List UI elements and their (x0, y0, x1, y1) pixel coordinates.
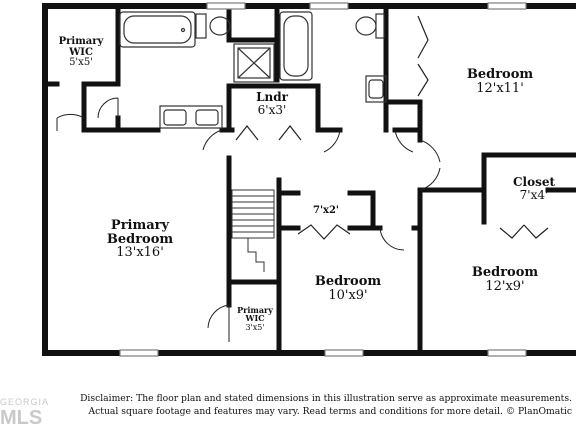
bath-fixtures (119, 11, 387, 129)
room-primary-wic-small: Primary WIC 3'x5' (232, 306, 278, 332)
room-dims: 13'x16' (116, 245, 164, 261)
door-swing-primary-wic-small (207, 304, 230, 329)
disclaimer-line-2: Actual square footage and features may v… (88, 405, 572, 417)
bifold-doors (235, 15, 549, 240)
room-name: Closet (512, 175, 556, 189)
room-dims: 6'x3' (257, 102, 287, 117)
room-name: Bedroom (314, 274, 382, 289)
room-name: Bedroom (471, 265, 539, 280)
room-name: Bedroom (466, 67, 534, 82)
door-swings (56, 97, 441, 342)
room-name: Lndr (256, 90, 288, 104)
room-dims: 7'x4' (519, 187, 549, 202)
room-dims: 12'x9' (485, 278, 525, 294)
room-dims: 12'x11' (476, 80, 524, 96)
room-name: Primary WIC (58, 36, 104, 58)
watermark-line-2: MLS (0, 407, 43, 429)
door-swing-hall-bath (323, 129, 341, 153)
watermark-line-1: GEORGIA (0, 397, 50, 407)
room-bedroom-center: Bedroom 10'x9' (298, 275, 398, 302)
shower (233, 43, 275, 83)
door-swing-bedroom-ne (394, 129, 414, 153)
room-laundry: Lndr 6'x3' (244, 91, 300, 116)
vanity (159, 105, 223, 129)
room-bedroom-se: Bedroom 12'x9' (455, 266, 555, 293)
door-swing-primary-bath (97, 97, 119, 119)
room-name: Primary Bedroom (106, 218, 174, 247)
room-bedroom-ne: Bedroom 12'x11' (450, 68, 550, 95)
room-dims: 3'x5' (245, 322, 265, 332)
disclaimer: Disclaimer: The floor plan and stated di… (60, 393, 572, 418)
room-dims: 7'x2' (312, 205, 339, 216)
room-dims: 10'x9' (328, 287, 368, 303)
vanity-hall (365, 75, 387, 103)
door-swing-hall (202, 129, 223, 151)
room-hall-closet: 7'x2' (298, 205, 354, 217)
stairs (231, 189, 275, 272)
room-primary-bedroom: Primary Bedroom 13'x16' (90, 219, 190, 260)
room-name: Primary WIC (237, 305, 273, 324)
door-swing-bedroom-center (379, 227, 405, 251)
disclaimer-line-1: Disclaimer: The floor plan and stated di… (80, 393, 572, 404)
room-closet: Closet 7'x4' (496, 176, 572, 201)
room-dims: 5'x5' (69, 57, 93, 68)
interior-walls (42, 3, 576, 356)
bathtub (119, 11, 196, 48)
windows (119, 2, 527, 357)
bathtub-hall (279, 11, 313, 81)
door-swing-primary-wic (56, 113, 85, 119)
room-primary-wic: Primary WIC 5'x5' (52, 36, 110, 69)
mls-watermark: GEORGIA MLS (0, 397, 50, 429)
